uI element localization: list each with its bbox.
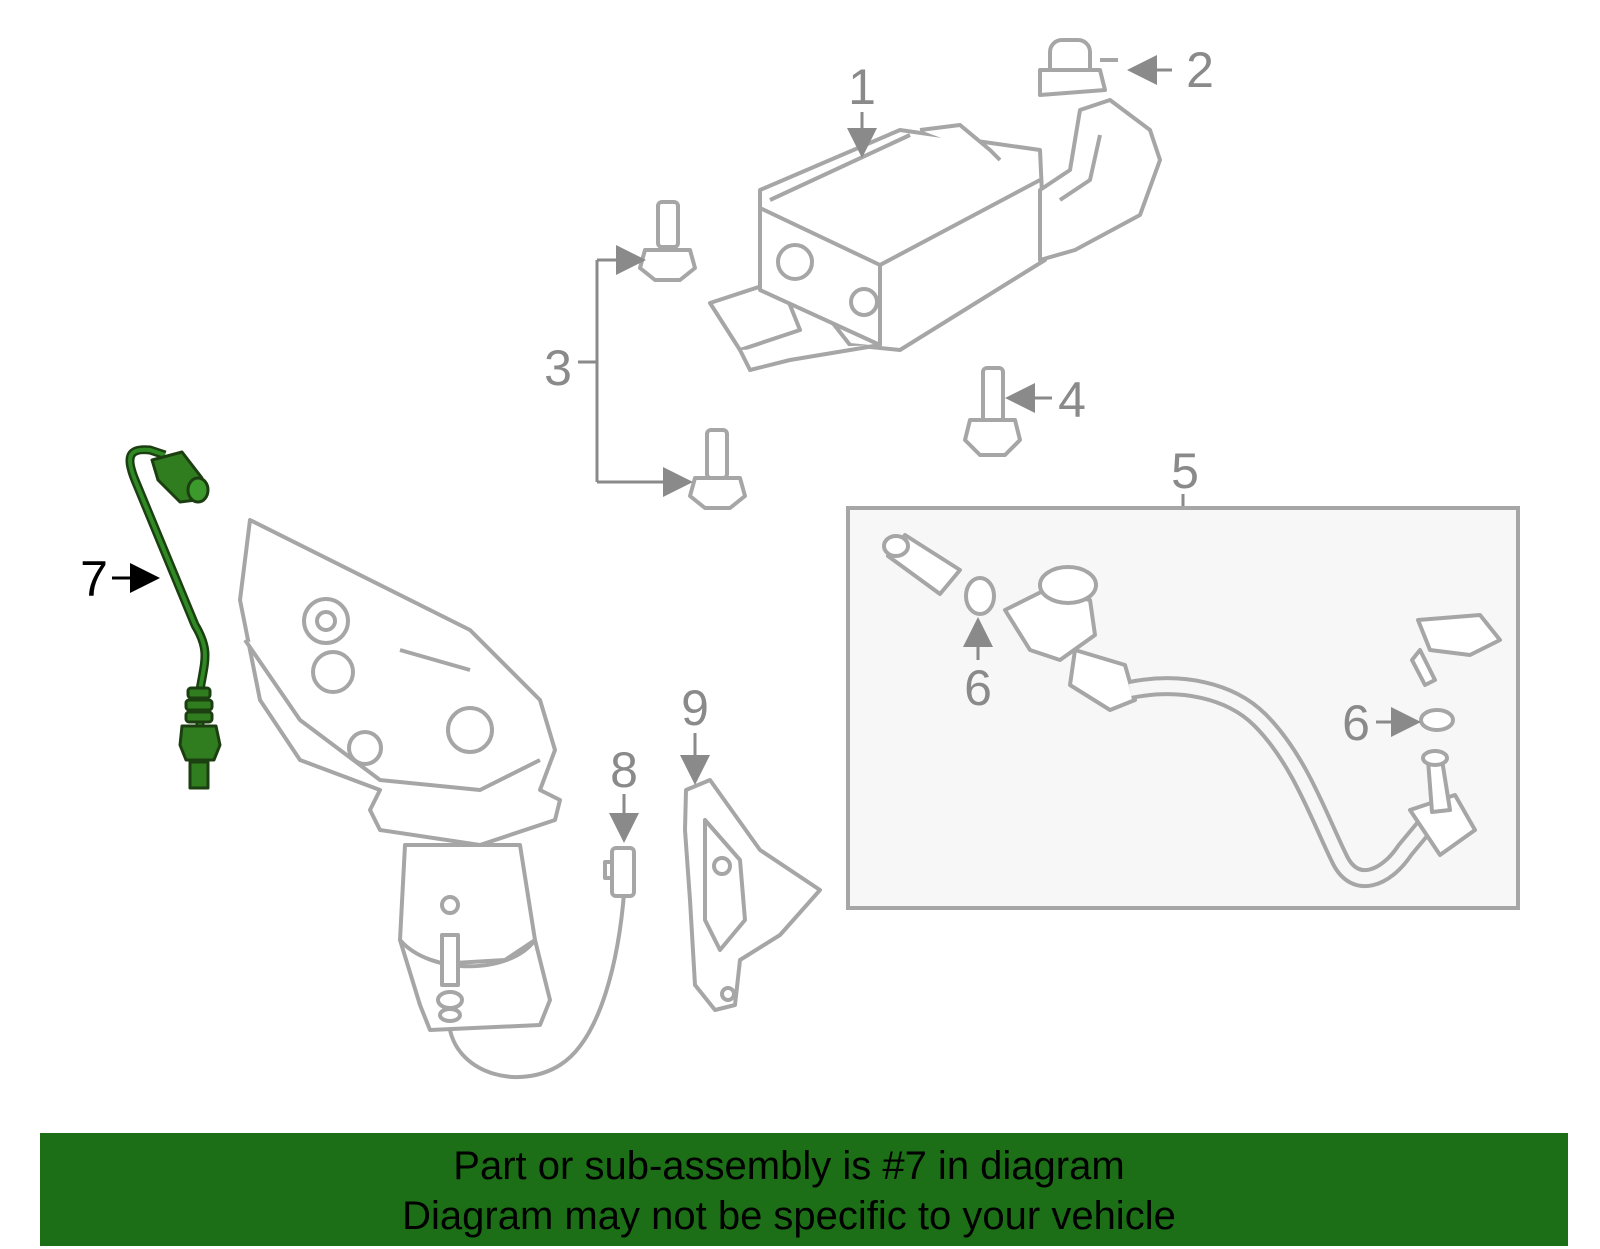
callout-6a: 6 bbox=[964, 660, 992, 716]
part-9-heat-shield bbox=[683, 778, 822, 1012]
exhaust-manifold bbox=[238, 518, 627, 1080]
callout-6b: 6 bbox=[1342, 695, 1370, 751]
callout-7: 7 bbox=[80, 551, 108, 607]
part-4-bolt bbox=[963, 366, 1022, 457]
callout-4: 4 bbox=[1058, 372, 1086, 428]
info-banner: Part or sub-assembly is #7 in diagram Di… bbox=[40, 1133, 1568, 1246]
banner-line-1: Part or sub-assembly is #7 in diagram bbox=[453, 1144, 1125, 1188]
callout-1: 1 bbox=[848, 59, 876, 115]
part-5-hose-assembly bbox=[882, 533, 1502, 888]
part-1-canister bbox=[708, 123, 1047, 372]
callout-2: 2 bbox=[1186, 42, 1214, 98]
part-3-bolts bbox=[638, 200, 747, 510]
banner-line-2: Diagram may not be specific to your vehi… bbox=[402, 1194, 1176, 1238]
part-7-oxygen-sensor bbox=[125, 445, 222, 790]
callout-3: 3 bbox=[544, 340, 572, 396]
callout-9: 9 bbox=[681, 680, 709, 736]
bracket-3 bbox=[578, 245, 693, 497]
callout-5: 5 bbox=[1171, 443, 1199, 499]
callout-8: 8 bbox=[610, 742, 638, 798]
part-8-sensor bbox=[603, 846, 636, 898]
part-2-purge-valve bbox=[1038, 38, 1162, 262]
